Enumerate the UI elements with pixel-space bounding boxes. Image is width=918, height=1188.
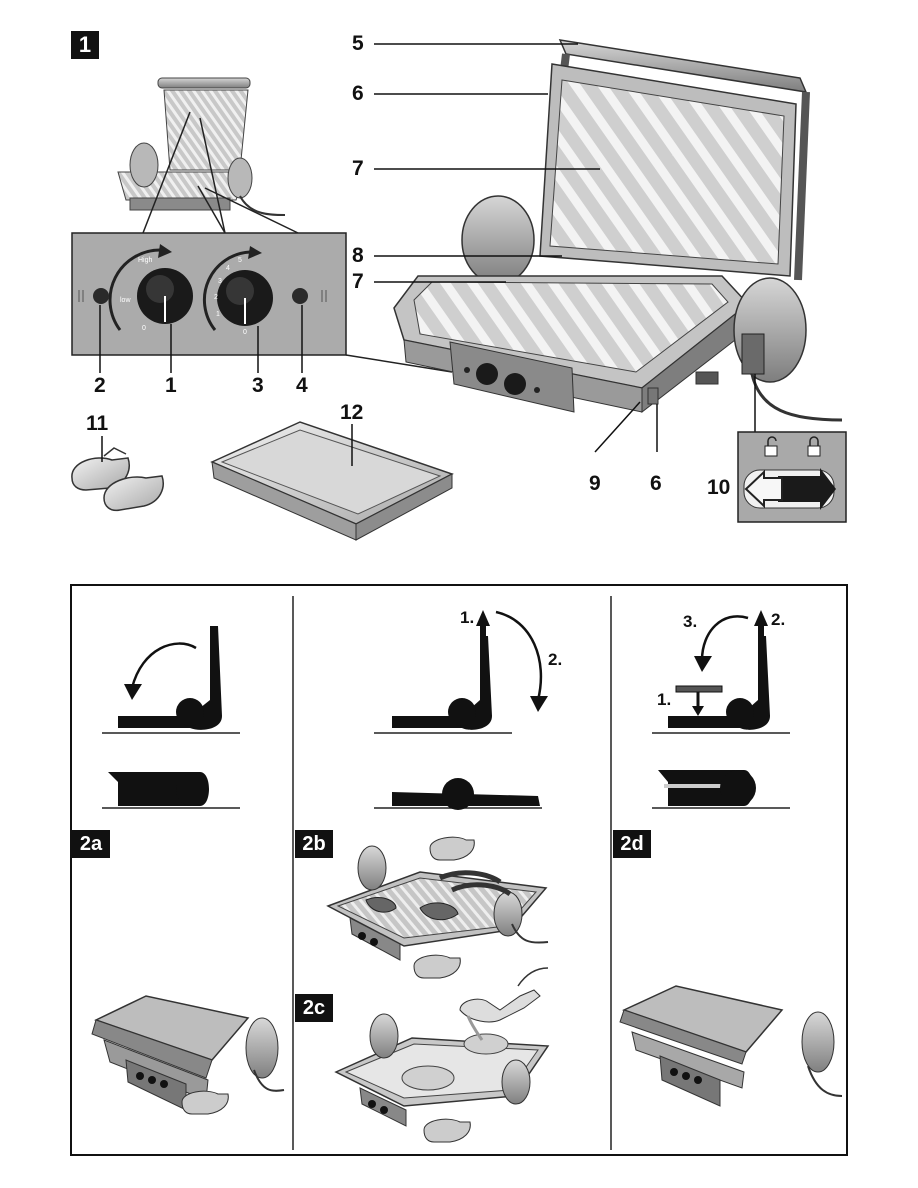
fat-collector-cups <box>71 447 164 512</box>
callout-6-bottom: 6 <box>650 472 662 495</box>
main-grill <box>393 39 843 422</box>
zoom-line <box>142 111 191 234</box>
grill-flat-2c <box>334 967 550 1143</box>
badge-2c: 2c <box>295 994 333 1022</box>
side-view-2d-open <box>652 610 790 734</box>
callout-7-lower: 7 <box>352 270 364 293</box>
knob-level-2: 2 <box>214 294 218 301</box>
zoom-line <box>197 185 226 234</box>
unlock-icon <box>764 436 778 457</box>
callout-11: 11 <box>86 412 109 435</box>
grill-closed-2d <box>619 985 843 1107</box>
step-2b-2: 2. <box>548 650 563 669</box>
grill-closed-2a <box>91 995 285 1115</box>
badge-2b: 2b <box>295 830 333 858</box>
figure-1-badge: 1 <box>71 31 99 59</box>
callout-6-top: 6 <box>352 82 364 105</box>
knob-level-5: 5 <box>238 257 242 264</box>
side-view-2b-flat <box>374 778 542 810</box>
step-2d-1: 1. <box>657 690 672 709</box>
drip-tray <box>210 421 454 541</box>
knob-label-zero: 0 <box>142 325 146 332</box>
callout-4: 4 <box>296 374 308 397</box>
knob-label-low: low <box>120 297 131 304</box>
callout-leaders <box>99 43 756 453</box>
step-2d-2: 2. <box>771 610 786 629</box>
badge-2d: 2d <box>613 830 651 858</box>
callout-12: 12 <box>340 401 364 424</box>
lock-switch-inset <box>737 431 847 523</box>
knob-level-4: 4 <box>226 265 230 272</box>
knob-level-1: 1 <box>216 311 220 318</box>
knob-level-3: 3 <box>218 278 222 285</box>
callout-8: 8 <box>352 244 364 267</box>
grill-flat-2b <box>326 836 549 979</box>
zoom-line <box>199 117 226 234</box>
callout-5: 5 <box>352 32 364 55</box>
step-2d-3: 3. <box>683 612 698 631</box>
step-2b-1: 1. <box>460 608 475 627</box>
side-view-2a-closed <box>102 772 240 809</box>
panel-leader <box>345 354 453 373</box>
callout-2: 2 <box>94 374 106 397</box>
knob-label-high: High <box>138 257 153 264</box>
knob-level-0: 0 <box>243 329 247 336</box>
side-view-2b-open <box>374 610 548 734</box>
callout-9: 9 <box>589 472 601 495</box>
badge-2a: 2a <box>72 830 110 858</box>
side-view-2a-open <box>102 626 240 734</box>
callout-1: 1 <box>165 374 177 397</box>
callout-7-upper: 7 <box>352 157 364 180</box>
side-view-2d-closed <box>652 770 790 809</box>
figure-2-frame <box>70 584 848 1156</box>
callout-10: 10 <box>707 476 731 499</box>
zoom-line <box>204 187 299 234</box>
control-panel-zoom <box>71 232 347 356</box>
lock-icon <box>807 436 821 457</box>
callout-3: 3 <box>252 374 264 397</box>
